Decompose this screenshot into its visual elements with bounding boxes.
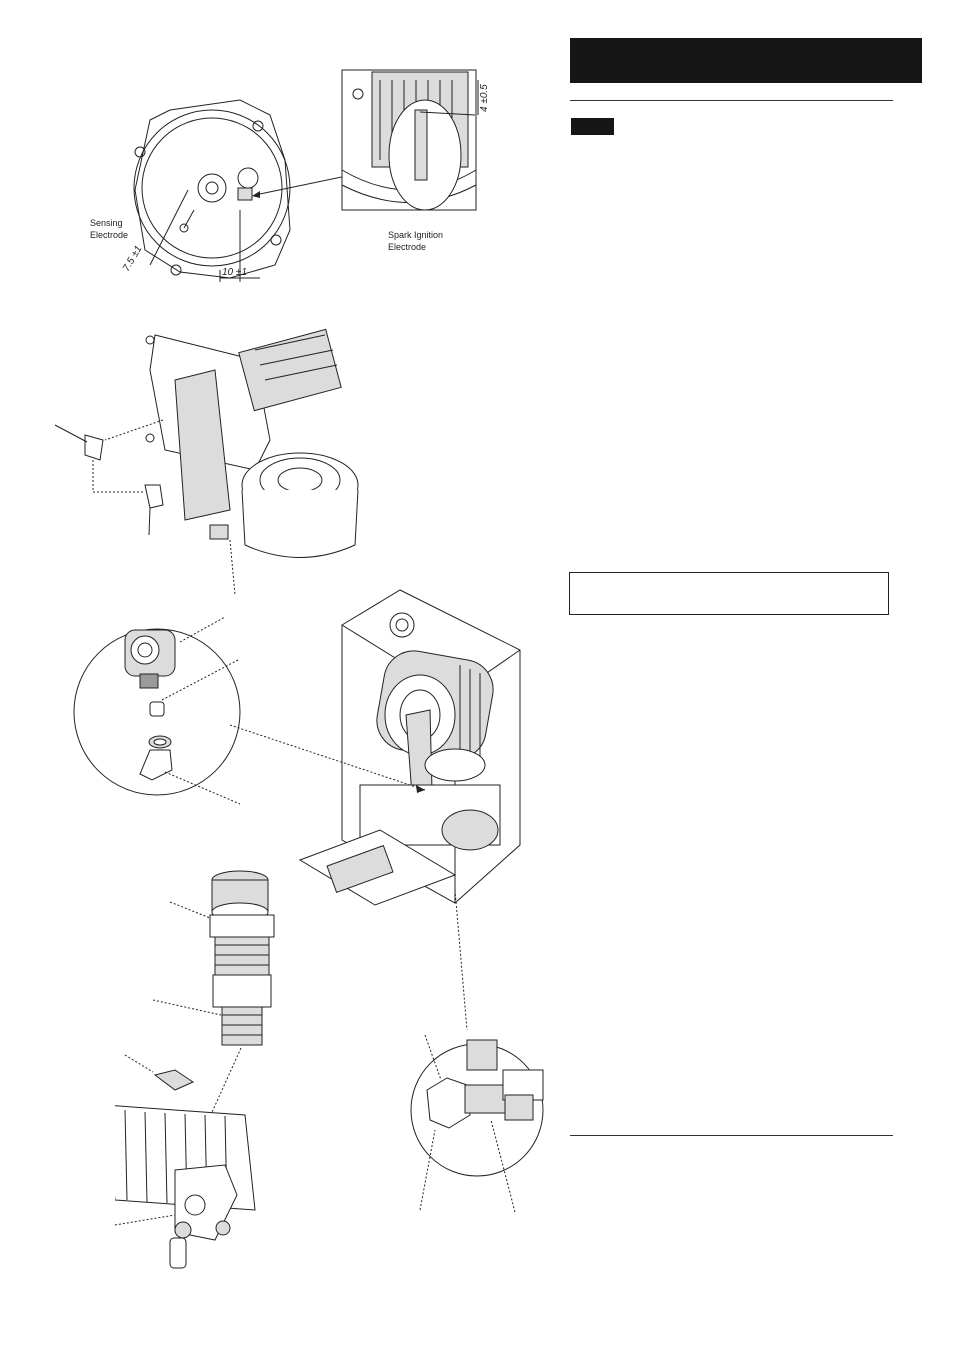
- boiler-figure: [230, 589, 521, 906]
- filter-figure: [115, 870, 275, 1269]
- injector-figure: [73, 616, 241, 805]
- dim-height: 4 ±0.5: [479, 84, 490, 112]
- filter-cartridge-icon: [152, 870, 275, 1151]
- footer-rule: [570, 1135, 893, 1136]
- electrode-assembly-icon: [133, 99, 386, 282]
- valve-detail-icon: [410, 890, 544, 1213]
- electrode-detail-icon: [341, 69, 479, 211]
- burner-assembly-icon: [54, 328, 359, 596]
- heat-exchanger-icon: [115, 1054, 256, 1269]
- dim-gap: 7.5 ±1: [121, 244, 144, 274]
- boiler-cabinet-icon: [230, 589, 521, 906]
- injector-detail-icon: [73, 616, 241, 805]
- section-tag: [571, 118, 614, 135]
- spark-label-1: Spark Ignition: [388, 230, 443, 240]
- dim-offset: 10 ±1: [222, 267, 247, 278]
- spark-label-2: Electrode: [388, 242, 426, 252]
- valve-figure: [410, 890, 544, 1213]
- burner-figure: [54, 328, 359, 596]
- sensing-label-1: Sensing: [90, 218, 123, 228]
- notice-box: [569, 572, 889, 615]
- header-rule: [570, 100, 893, 101]
- section-header-bar: [570, 38, 922, 83]
- electrode-figure: Sensing Electrode Spark Ignition Electro…: [90, 69, 490, 282]
- sensing-label-2: Electrode: [90, 230, 128, 240]
